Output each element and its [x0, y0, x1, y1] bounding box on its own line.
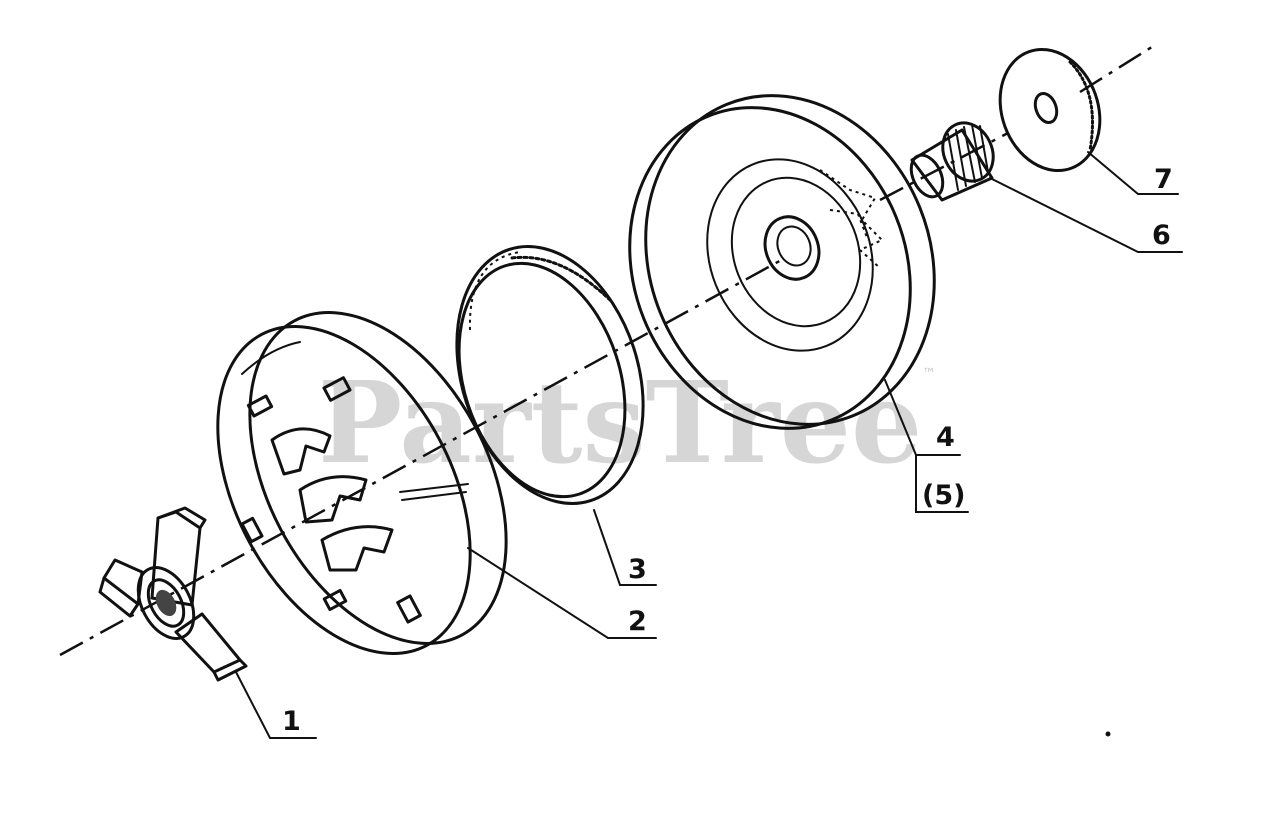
- part-4-clutch-drum: [628, 94, 936, 430]
- watermark-trademark: ™: [922, 366, 936, 382]
- callout-6: 6: [1152, 220, 1171, 251]
- callout-1: 1: [282, 706, 301, 737]
- stray-mark: [1105, 731, 1111, 737]
- part-3-clutch-spring: [455, 245, 645, 505]
- callout-5: (5): [922, 480, 965, 511]
- callout-3: 3: [628, 554, 647, 585]
- center-axis: [59, 43, 1156, 657]
- part-1-clutch-spider: [98, 506, 248, 682]
- leader-lines: [235, 151, 1183, 739]
- part-7-washer: [998, 47, 1102, 173]
- part-6-needle-bearing: [909, 121, 995, 202]
- callout-4: 4: [936, 422, 955, 453]
- callout-7: 7: [1154, 164, 1173, 195]
- callouts: 1 2 3 4 (5) 6 7: [282, 164, 1173, 737]
- callout-2: 2: [628, 606, 647, 637]
